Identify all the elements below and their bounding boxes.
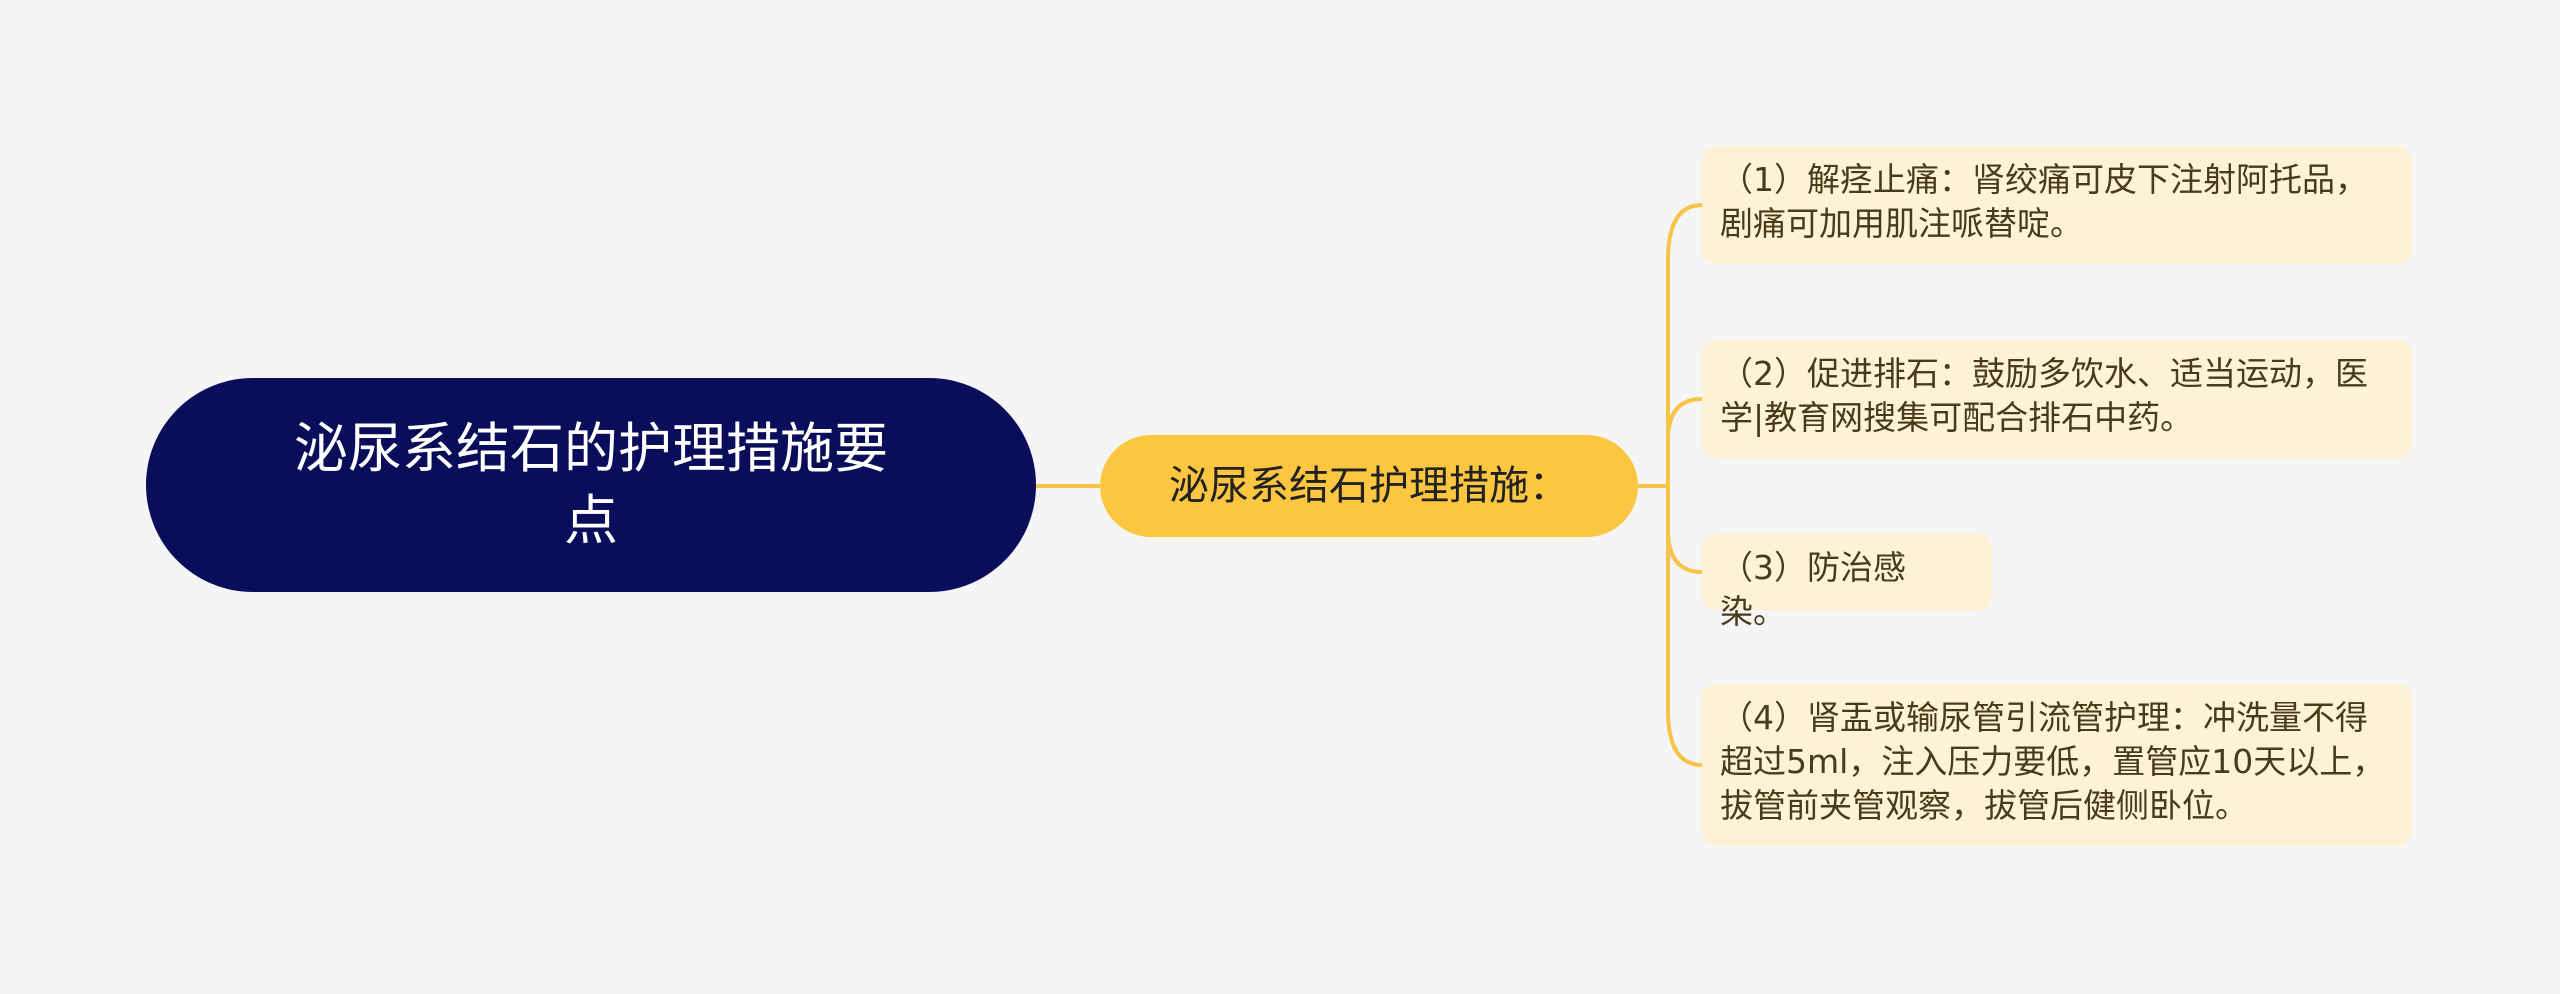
leaf-4-line-1: （4）肾盂或输尿管引流管护理：冲洗量不得 xyxy=(1720,698,2368,737)
root-node[interactable]: 泌尿系结石的护理措施要 点 xyxy=(146,378,1036,592)
leaf-3-line-1: （3）防治感染。 xyxy=(1720,548,1906,631)
leaf-2-line-2: 学|教育网搜集可配合排石中药。 xyxy=(1720,398,2194,437)
leaf-2-line-1: （2）促进排石：鼓励多饮水、适当运动，医 xyxy=(1720,354,2368,393)
branch-node[interactable]: 泌尿系结石护理措施： xyxy=(1100,435,1638,537)
branch-title: 泌尿系结石护理措施： xyxy=(1169,463,1569,509)
connector-trunk xyxy=(1666,203,1703,767)
leaf-node-2[interactable]: （2）促进排石：鼓励多饮水、适当运动，医 学|教育网搜集可配合排石中药。 xyxy=(1702,340,2412,458)
leaf-4-line-3: 拔管前夹管观察，拔管后健侧卧位。 xyxy=(1720,786,2248,825)
root-title-line-1: 泌尿系结石的护理措施要 xyxy=(294,417,888,480)
connector-leaf-2 xyxy=(1666,397,1703,441)
leaf-1-line-1: （1）解痉止痛：肾绞痛可皮下注射阿托品， xyxy=(1720,160,2368,199)
connector-leaf-3 xyxy=(1666,529,1703,574)
leaf-node-3[interactable]: （3）防治感染。 xyxy=(1702,534,1992,631)
root-title-line-2: 点 xyxy=(564,489,618,552)
leaf-node-4[interactable]: （4）肾盂或输尿管引流管护理：冲洗量不得 超过5ml，注入压力要低，置管应10天… xyxy=(1702,684,2412,846)
leaf-4-line-2: 超过5ml，注入压力要低，置管应10天以上， xyxy=(1720,742,2386,781)
root-title: 泌尿系结石的护理措施要 点 xyxy=(294,413,888,557)
leaf-node-1[interactable]: （1）解痉止痛：肾绞痛可皮下注射阿托品， 剧痛可加用肌注哌替啶。 xyxy=(1702,146,2412,264)
leaf-1-line-2: 剧痛可加用肌注哌替啶。 xyxy=(1720,204,2083,243)
